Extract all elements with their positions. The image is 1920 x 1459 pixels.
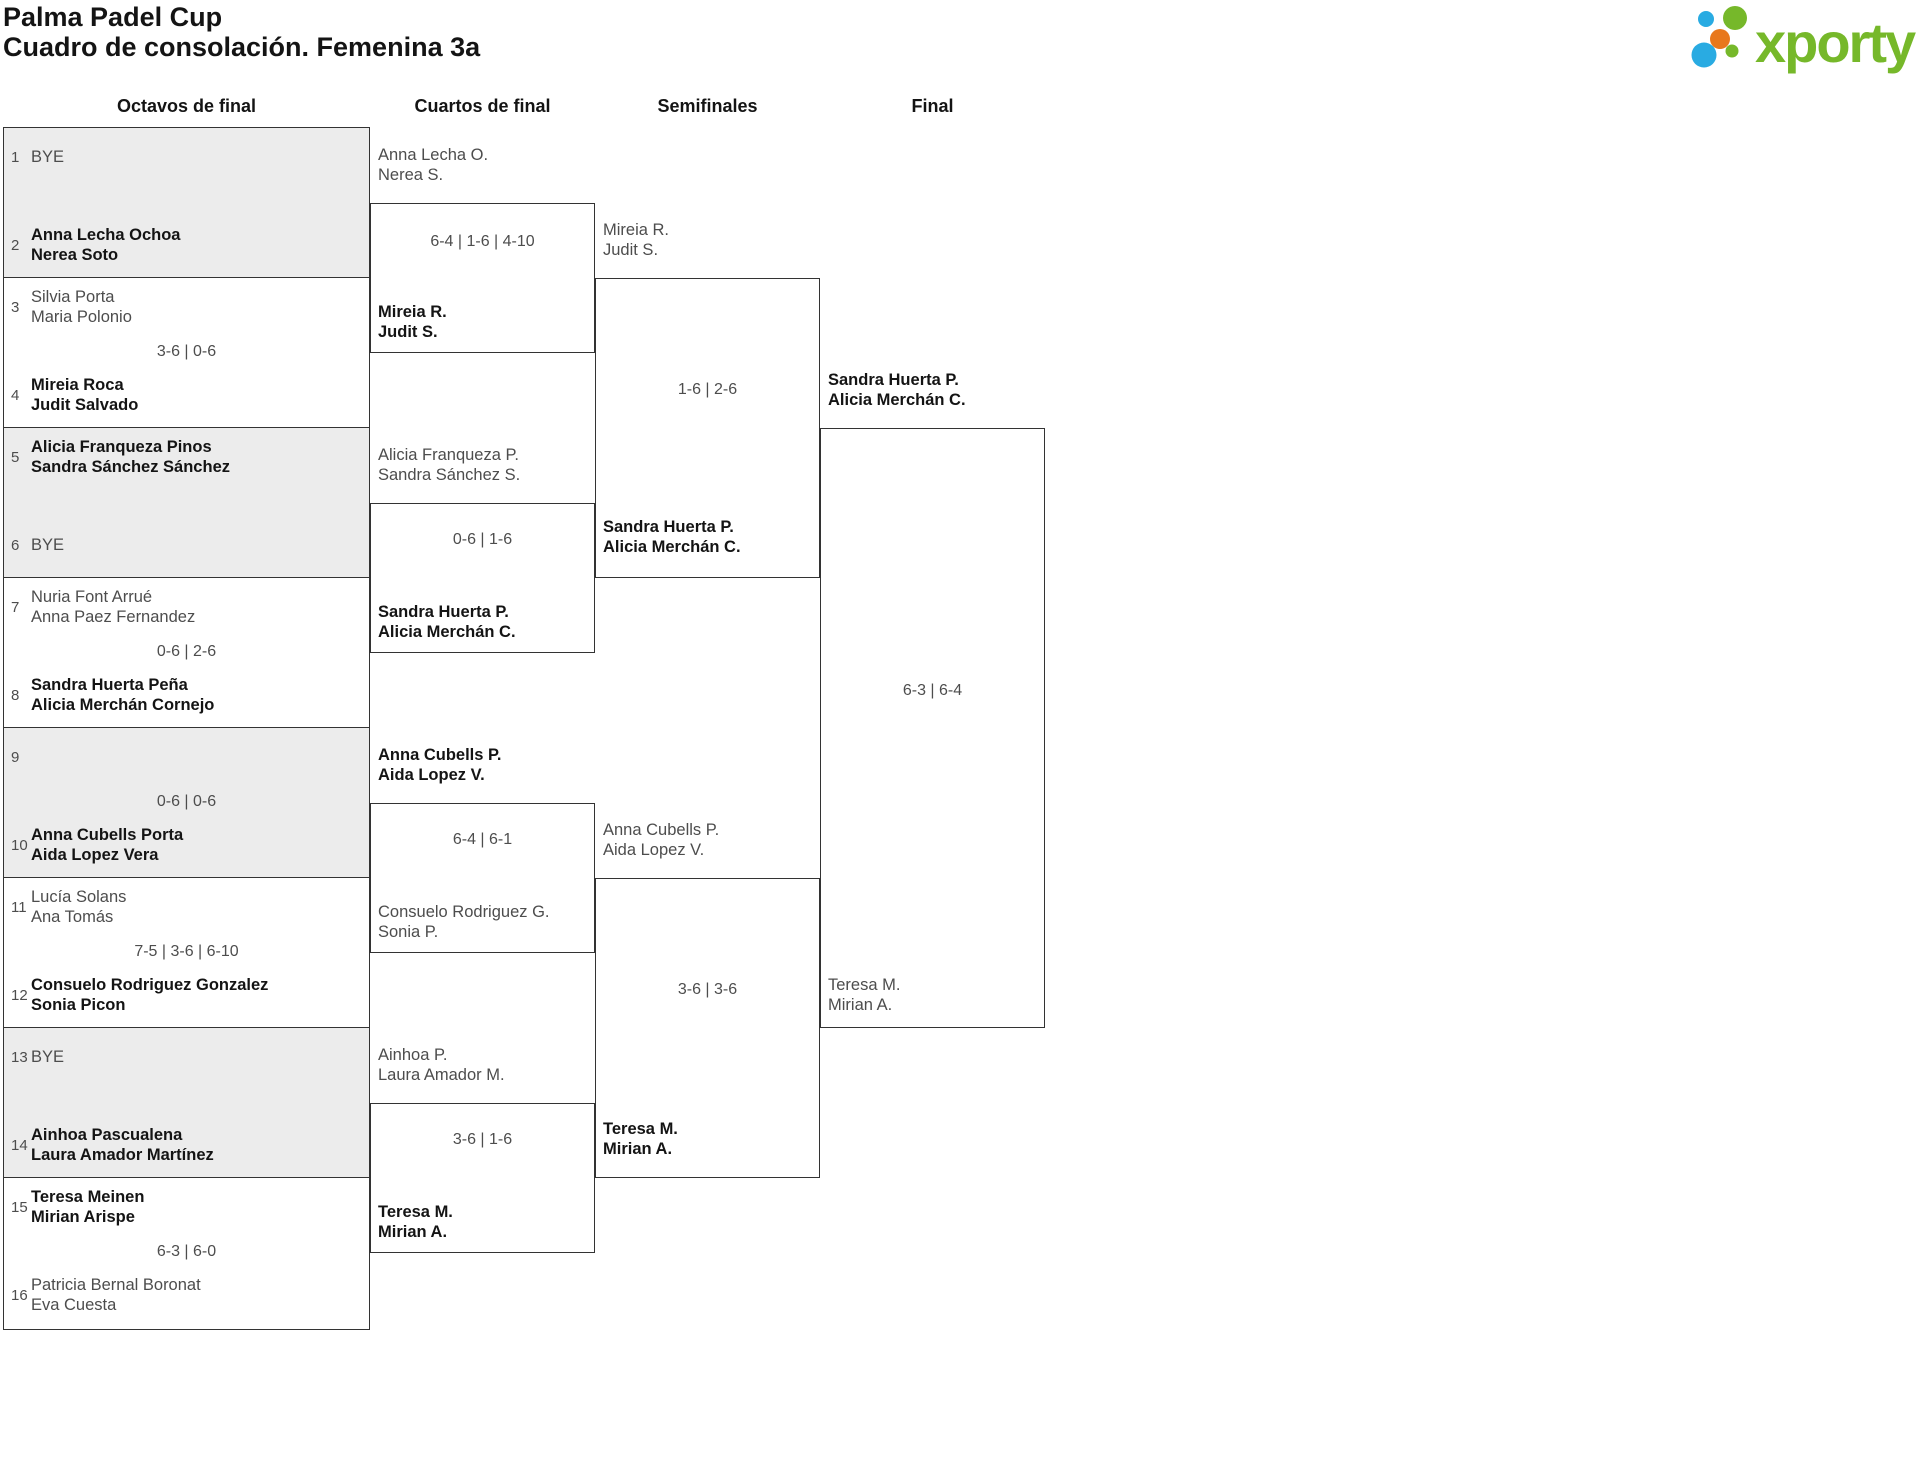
- cuartos-match-box-4: [370, 1103, 595, 1253]
- xporty-logo[interactable]: xporty: [1690, 5, 1916, 74]
- team-name: BYE: [31, 147, 65, 166]
- seed-number: 9: [11, 749, 20, 766]
- match-score: 6-4 | 6-1: [452, 831, 513, 848]
- team-name: Anna Lecha O.Nerea S.: [378, 146, 489, 184]
- seed-number: 7: [11, 599, 20, 616]
- seed-number: 10: [11, 837, 28, 854]
- team-name: BYE: [31, 535, 65, 554]
- xporty-wordmark: xporty: [1755, 11, 1916, 74]
- bracket-subtitle: Cuadro de consolación. Femenina 3a: [3, 32, 481, 62]
- team-name: Alicia Franqueza P.Sandra Sánchez S.: [378, 446, 521, 484]
- round-header-octavos: Octavos de final: [116, 96, 257, 116]
- seed-number: 6: [11, 537, 20, 554]
- team-name: Ainhoa P.Laura Amador M.: [378, 1046, 505, 1084]
- seed-number: 8: [11, 687, 20, 704]
- cuartos-match-box-2: [370, 503, 595, 653]
- match-score: 0-6 | 2-6: [156, 642, 217, 660]
- team-name: Teresa M.Mirian A.: [828, 976, 901, 1014]
- seed-number: 15: [11, 1199, 28, 1216]
- round-header-final: Final: [911, 96, 954, 116]
- team-name: Consuelo Rodriguez G.Sonia P.: [378, 903, 550, 941]
- semifinal-match-box-1: [595, 278, 820, 578]
- seed-number: 16: [11, 1287, 28, 1304]
- match-score: 3-6 | 0-6: [156, 342, 217, 360]
- match-score: 0-6 | 1-6: [452, 531, 513, 548]
- round-header-semifinales: Semifinales: [657, 96, 758, 116]
- seed-number: 5: [11, 449, 20, 466]
- team-name: Sandra Huerta P.Alicia Merchán C.: [828, 371, 966, 409]
- seed-number: 14: [11, 1137, 28, 1154]
- team-name: Anna Cubells P.Aida Lopez V.: [603, 821, 720, 859]
- seed-number: 11: [11, 899, 27, 916]
- seed-number: 12: [11, 987, 28, 1004]
- seed-number: 13: [11, 1049, 28, 1066]
- tournament-name: Palma Padel Cup: [3, 2, 223, 32]
- team-name: Anna Cubells P.Aida Lopez V.: [378, 746, 502, 784]
- match-score: 0-6 | 0-6: [156, 792, 217, 810]
- round-header-cuartos: Cuartos de final: [414, 96, 551, 116]
- match-score: 1-6 | 2-6: [677, 381, 738, 398]
- match-score: 6-3 | 6-0: [156, 1242, 217, 1260]
- seed-number: 3: [11, 299, 20, 316]
- team-name: Mireia R.Judit S.: [378, 303, 447, 341]
- match-score: 6-3 | 6-4: [902, 682, 963, 699]
- cuartos-match-box-3: [370, 803, 595, 953]
- team-name: Sandra Huerta P.Alicia Merchán C.: [603, 518, 741, 556]
- team-name: Teresa M.Mirian A.: [378, 1203, 453, 1241]
- team-name: Teresa M.Mirian A.: [603, 1120, 678, 1158]
- team-name: Sandra Huerta P.Alicia Merchán C.: [378, 603, 516, 641]
- page-title: Palma Padel Cup Cuadro de consolación. F…: [3, 2, 480, 62]
- seed-number: 1: [11, 149, 20, 166]
- match-score: 3-6 | 3-6: [677, 981, 738, 998]
- team-name: BYE: [31, 1047, 65, 1066]
- final-match-box: [820, 428, 1045, 1028]
- match-score: 6-4 | 1-6 | 4-10: [430, 233, 535, 250]
- seed-number: 2: [11, 237, 20, 254]
- xporty-dots-icon: [1691, 6, 1747, 68]
- match-score: 3-6 | 1-6: [452, 1131, 513, 1148]
- team-name: Mireia R.Judit S.: [603, 221, 670, 259]
- match-score: 7-5 | 3-6 | 6-10: [134, 942, 239, 960]
- seed-number: 4: [11, 387, 20, 404]
- semifinal-match-box-2: [595, 878, 820, 1178]
- cuartos-match-box-1: [370, 203, 595, 353]
